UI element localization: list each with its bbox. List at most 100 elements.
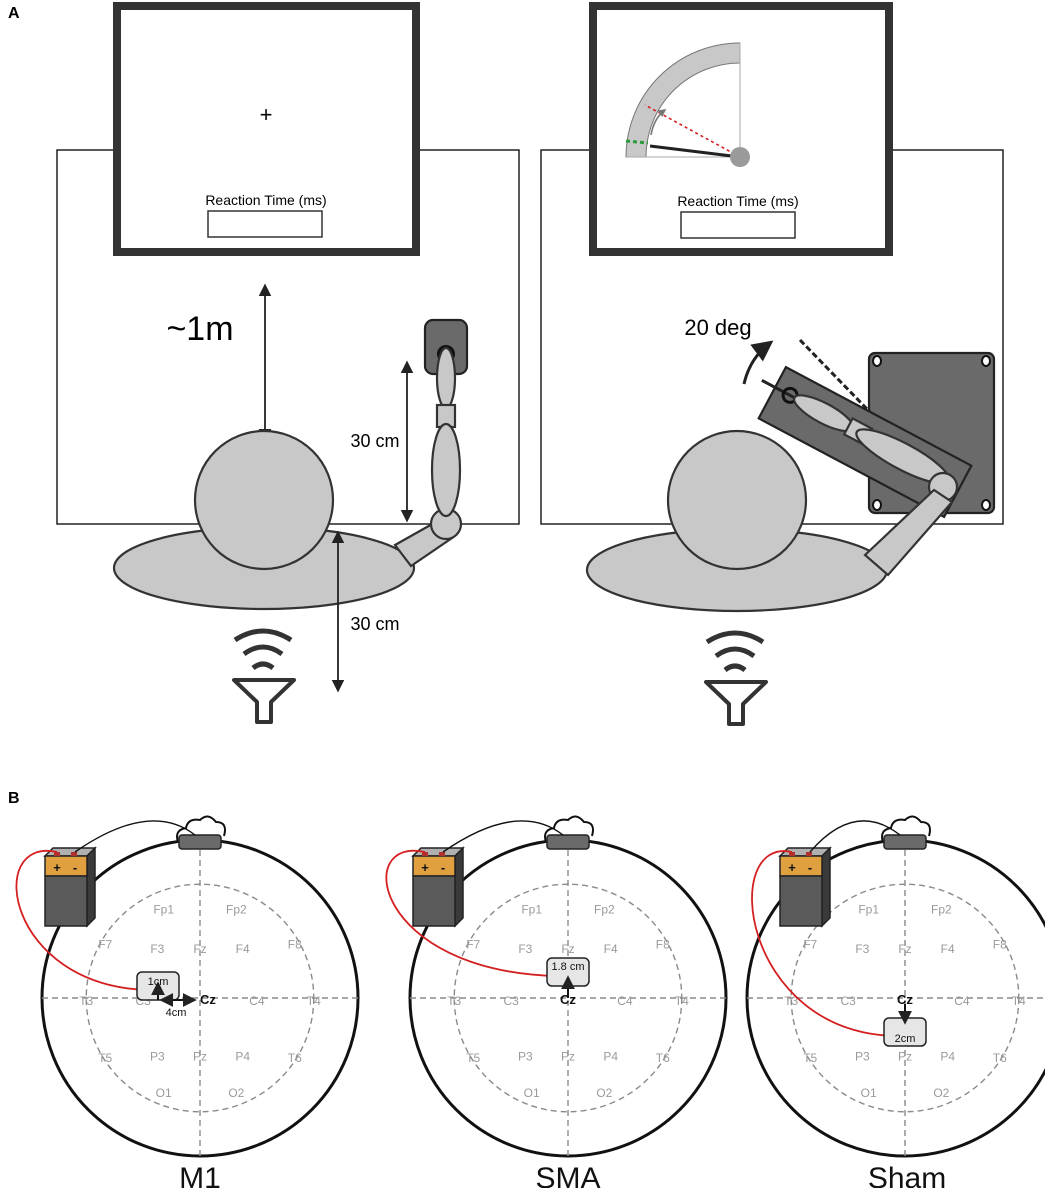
electrode-t4: T4 [1012,994,1026,1008]
pivot-dot [730,147,750,167]
right-setup: Reaction Time (ms) 20 deg [540,2,1004,726]
electrode-o2: O2 [933,1086,949,1100]
left-setup: + Reaction Time (ms) ~1m 30 cm 30 cm [56,2,520,724]
electrode-f3: F3 [855,942,869,956]
electrode-c4: C4 [954,994,970,1008]
head-right [666,429,808,571]
electrode-t6: T6 [288,1051,302,1065]
electrode-f3: F3 [518,942,532,956]
electrode-fp1: Fp1 [858,903,879,917]
battery-minus: - [808,860,812,875]
electrode-cz: Cz [897,992,913,1007]
montage-name: SMA [535,1162,600,1188]
electrode-cz: Cz [560,992,576,1007]
electrode-c3: C3 [840,994,856,1008]
electrode-fp1: Fp1 [153,903,174,917]
cathode-pad [883,834,927,850]
electrode-p4: P4 [940,1049,955,1063]
speaker-icon [232,628,296,724]
reaction-time-caption-right: Reaction Time (ms) [677,193,798,209]
electrode-fz: Fz [561,942,574,956]
offset-label: 1cm [148,976,169,988]
electrode-p4: P4 [235,1049,250,1063]
electrode-f4: F4 [236,942,250,956]
electrode-t5: T5 [803,1051,817,1065]
upper-arm-right [863,488,954,577]
electrode-f7: F7 [98,937,112,951]
cathode-wire [74,820,196,853]
panel-b-letter: B [8,790,20,807]
electrode-c4: C4 [249,994,265,1008]
electrode-p3: P3 [518,1049,533,1063]
cathode-wire [809,820,901,853]
offset-label: 1.8 cm [551,961,584,973]
battery-icon: +- [43,846,97,928]
battery-icon: +- [778,846,832,928]
electrode-fp2: Fp2 [594,903,615,917]
electrode-fp2: Fp2 [931,903,952,917]
cathode-pad [178,834,222,850]
rotating-board [757,365,973,519]
offset-label: 2cm [895,1033,916,1045]
cathode-wire [442,820,564,853]
electrode-f8: F8 [656,937,670,951]
electrode-fp2: Fp2 [226,903,247,917]
electrode-fz: Fz [193,942,206,956]
battery-icon: +- [411,846,465,928]
electrode-t5: T5 [98,1051,112,1065]
electrode-p4: P4 [603,1049,618,1063]
reaction-time-caption: Reaction Time (ms) [205,192,326,208]
electrode-o1: O1 [524,1086,540,1100]
electrode-t4: T4 [307,994,321,1008]
speaker-distance-label: 30 cm [350,614,399,634]
electrode-t3: T3 [784,994,798,1008]
electrode-t4: T4 [675,994,689,1008]
montage-name: M1 [179,1162,221,1188]
hand [435,346,457,410]
electrode-pz: Pz [898,1049,912,1063]
electrode-o2: O2 [596,1086,612,1100]
montage-name: Sham [868,1162,946,1188]
electrode-pz: Pz [561,1049,575,1063]
electrode-c3: C3 [503,994,519,1008]
forearm [430,422,462,518]
battery-plus: + [421,860,429,875]
electrode-f4: F4 [941,942,955,956]
electrode-fz: Fz [898,942,911,956]
angle-label: 20 deg [684,315,751,340]
electrode-o1: O1 [156,1086,172,1100]
reaction-time-box [207,210,323,238]
electrode-f3: F3 [150,942,164,956]
cathode-pad [546,834,590,850]
fixation-cross: + [260,102,273,127]
electrode-c4: C4 [617,994,633,1008]
arm-length-label: 30 cm [350,431,399,451]
electrode-o1: O1 [861,1086,877,1100]
lateral-label: 4cm [166,1007,187,1019]
head [193,429,335,571]
reaction-time-box-right [680,211,796,239]
electrode-f7: F7 [466,937,480,951]
panel-a-letter: A [8,5,20,22]
electrode-t6: T6 [656,1051,670,1065]
anode-wire [751,850,896,1037]
electrode-p3: P3 [150,1049,165,1063]
electrode-cz: Cz [200,992,216,1007]
electrode-t6: T6 [993,1051,1007,1065]
speaker-icon-right [704,630,768,726]
battery-minus: - [73,860,77,875]
battery-minus: - [441,860,445,875]
anode-wire [15,849,149,991]
angle-arrow [742,340,774,385]
arc-display [625,42,750,167]
electrode-f7: F7 [803,937,817,951]
anode-wire [385,849,559,977]
electrode-pz: Pz [193,1049,207,1063]
electrode-p3: P3 [855,1049,870,1063]
battery-plus: + [788,860,796,875]
